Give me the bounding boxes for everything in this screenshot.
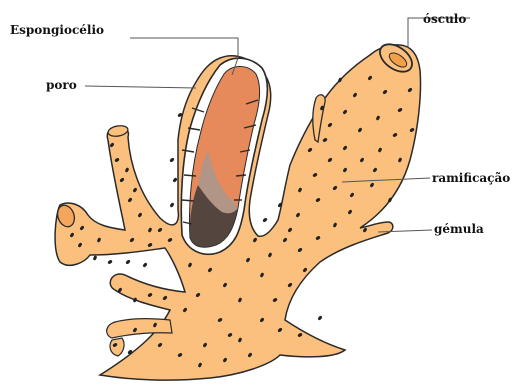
label-espongiocelio: Espongiocélio <box>10 23 104 37</box>
pore-dot <box>125 259 131 265</box>
pore-dot <box>317 315 323 321</box>
pore-dot <box>262 217 268 223</box>
pore-dot <box>172 177 178 183</box>
leader-poro <box>85 86 196 88</box>
label-osculo: ósculo <box>423 12 466 26</box>
label-poro: poro <box>46 78 77 92</box>
label-gemula: gémula <box>434 222 484 236</box>
pore-dot <box>107 259 113 264</box>
lower-left-tube <box>110 338 124 356</box>
pore-dot <box>93 255 98 261</box>
label-ramificacao: ramificação <box>432 171 510 185</box>
pore-dot <box>142 262 148 268</box>
pore-dot <box>169 202 174 208</box>
pore-dot <box>169 157 175 163</box>
